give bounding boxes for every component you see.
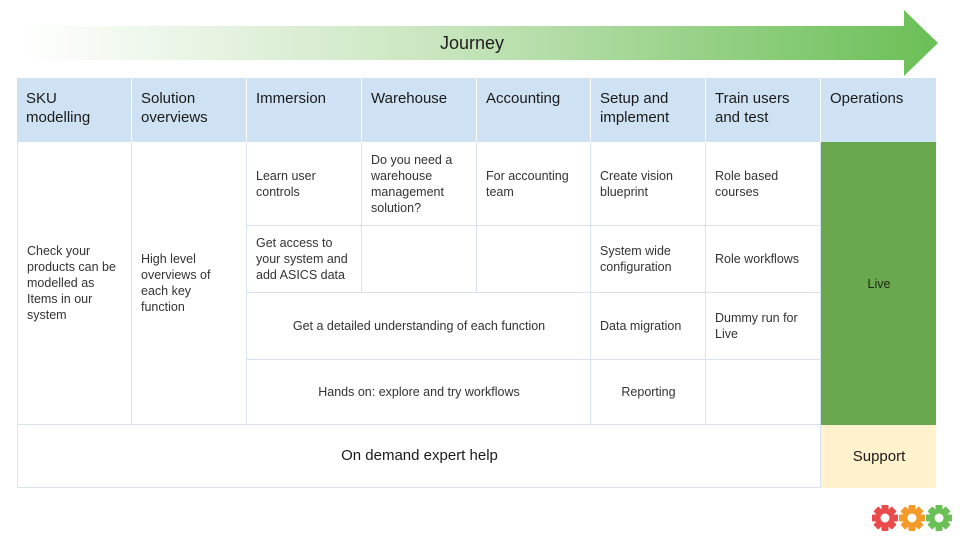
setup-system-wide-configuration: System wide configuration [591,226,706,293]
gear-icon-orange [899,505,925,531]
setup-reporting: Reporting [591,360,706,425]
on-demand-expert-help: On demand expert help [17,425,821,488]
warehouse-management-question: Do you need a warehouse management solut… [362,142,477,226]
journey-arrow-shape [22,10,938,76]
header-warehouse: Warehouse [362,78,477,142]
train-role-based-courses: Role based courses [706,142,821,226]
journey-grid: SKU modelling Solution overviews Immersi… [17,78,936,488]
hands-on-workflows: Hands on: explore and try workflows [247,360,591,425]
accounting-empty [477,226,591,293]
immersion-get-access: Get access to your system and add ASICS … [247,226,362,293]
gear-icon-red [872,505,898,531]
setup-data-migration: Data migration [591,293,706,360]
warehouse-empty [362,226,477,293]
train-dummy-run: Dummy run for Live [706,293,821,360]
header-setup-and-implement: Setup and implement [591,78,706,142]
train-role-workflows: Role workflows [706,226,821,293]
gear-icon-green [926,505,952,531]
header-operations: Operations [821,78,936,142]
journey-title: Journey [439,32,505,53]
train-empty [706,360,821,425]
gears-logo [872,505,952,531]
sku-modelling-text: Check your products can be modelled as I… [17,142,132,425]
operations-live: Live [821,142,936,425]
solution-overviews-text: High level overviews of each key functio… [132,142,247,425]
header-immersion: Immersion [247,78,362,142]
header-accounting: Accounting [477,78,591,142]
accounting-team: For accounting team [477,142,591,226]
header-sku-modelling: SKU modelling [17,78,132,142]
detailed-understanding: Get a detailed understanding of each fun… [247,293,591,360]
journey-arrow: Journey [22,10,938,76]
immersion-learn-user-controls: Learn user controls [247,142,362,226]
support-cell: Support [821,425,936,488]
header-solution-overviews: Solution overviews [132,78,247,142]
setup-vision-blueprint: Create vision blueprint [591,142,706,226]
header-train-users-and-test: Train users and test [706,78,821,142]
